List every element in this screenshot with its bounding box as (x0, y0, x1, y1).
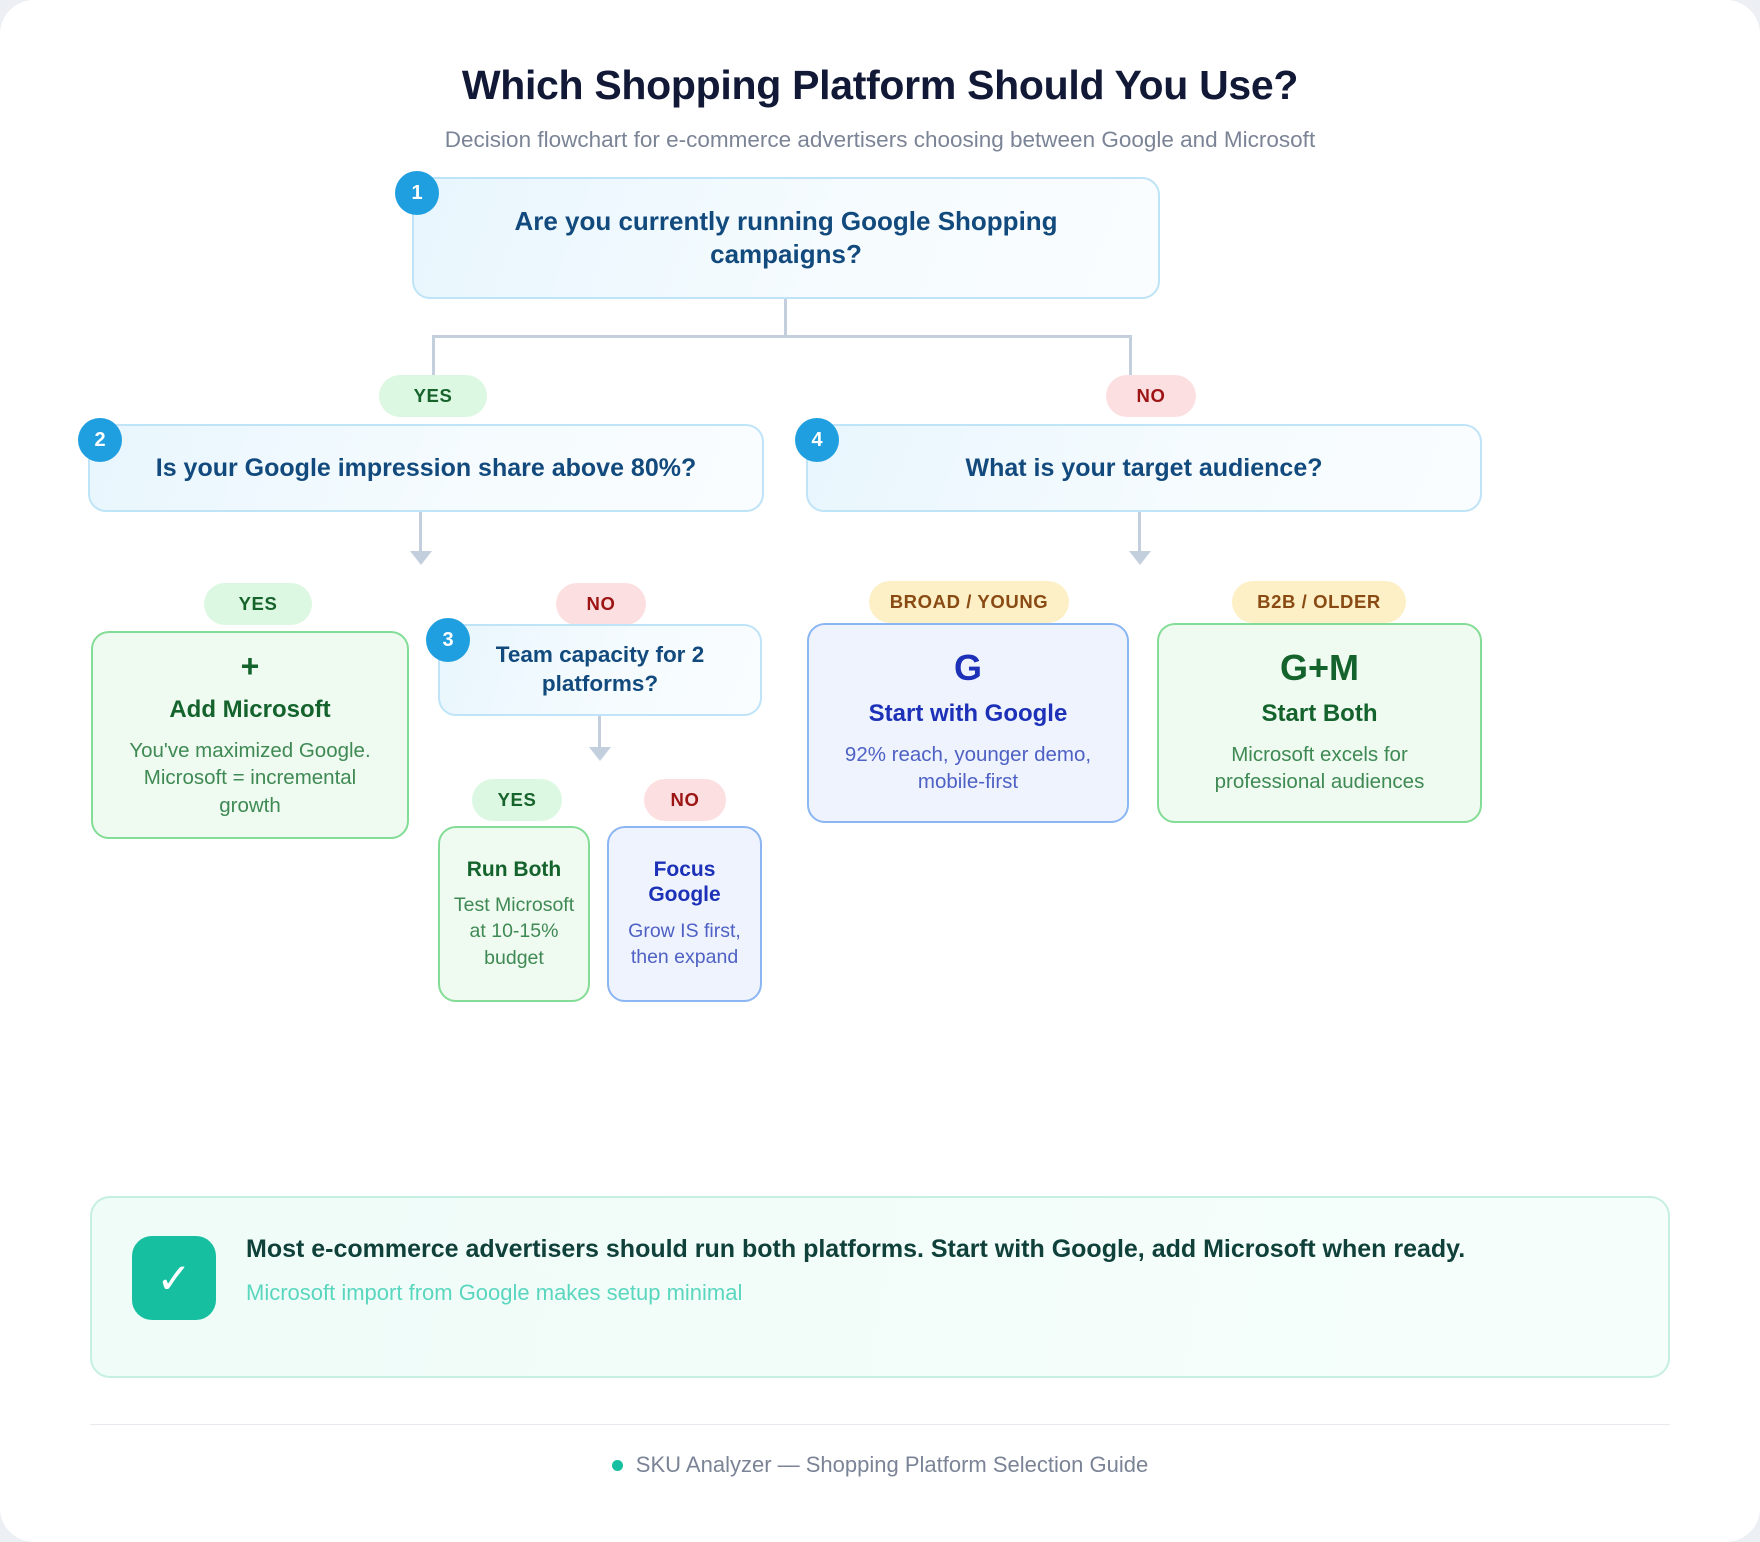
callout-sub-text: Microsoft import from Google makes setup… (246, 1279, 743, 1305)
node-4-badge: 4 (795, 418, 839, 462)
connector-arrow (1129, 551, 1151, 565)
node-3-question: Team capacity for 2 platforms? (495, 642, 705, 696)
branch-label-n2-yes: YES (204, 583, 312, 625)
connector-vertical (784, 299, 787, 335)
branch-label-n3-yes: YES (472, 779, 562, 821)
google-plus-microsoft-icon: G+M (1279, 646, 1359, 688)
connector-vertical (419, 512, 422, 554)
decision-node-3[interactable]: Team capacity for 2 platforms? (438, 624, 762, 716)
connector-vertical (1138, 512, 1141, 554)
outcome-description: 92% reach, younger demo, mobile-first (844, 742, 1092, 794)
page-title: Which Shopping Platform Should You Use? (461, 62, 1299, 108)
node-3-badge: 3 (426, 618, 470, 662)
callout-main-text: Most e-commerce advertisers should run b… (246, 1235, 1466, 1263)
branch-label-root-no: NO (1106, 375, 1196, 417)
branch-label-root-yes: YES (379, 375, 487, 417)
outcome-title: Start with Google (868, 699, 1068, 727)
node-4-question: What is your target audience? (965, 454, 1323, 482)
outcome-title: Add Microsoft (169, 695, 331, 723)
node-2-badge: 2 (78, 418, 122, 462)
footer: SKU Analyzer — Shopping Platform Selecti… (0, 1452, 1760, 1478)
connector-vertical (1129, 335, 1132, 375)
outcome-card-focus-google[interactable]: Focus Google Grow IS first, then expand (607, 826, 762, 1002)
footer-text: SKU Analyzer — Shopping Platform Selecti… (635, 1452, 1149, 1477)
connector-arrow (589, 747, 611, 761)
status-dot-icon (611, 1459, 623, 1471)
outcome-title: Run Both (466, 857, 562, 881)
check-icon: ✓ (132, 1236, 216, 1320)
node-1-badge: 1 (395, 171, 439, 215)
outcome-description: You've maximized Google. Microsoft = inc… (129, 738, 371, 818)
decision-node-4[interactable]: What is your target audience? (806, 424, 1482, 512)
outcome-card-run-both[interactable]: Run Both Test Microsoft at 10-15% budget (438, 826, 590, 1002)
outcome-description: Microsoft excels for professional audien… (1214, 742, 1425, 794)
connector-vertical (432, 335, 435, 375)
outcome-title: Focus Google (648, 858, 721, 907)
flow-canvas: 1 Are you currently running Google Shopp… (0, 153, 1760, 1253)
node-1-question: Are you currently running Google Shoppin… (514, 205, 1058, 269)
connector-horizontal (432, 335, 1132, 338)
outcome-description: Grow IS first, then expand (628, 919, 741, 969)
outcome-card-start-with-google[interactable]: G Start with Google 92% reach, younger d… (807, 623, 1129, 823)
branch-label-n2-no: NO (556, 583, 646, 625)
connector-vertical (598, 716, 601, 750)
page-subtitle: Decision flowchart for e-commerce advert… (444, 127, 1316, 152)
branch-label-n4-b2b: B2B / OLDER (1232, 581, 1406, 623)
branch-label-n3-no: NO (644, 779, 726, 821)
connector-arrow (410, 551, 432, 565)
decision-node-2[interactable]: Is your Google impression share above 80… (88, 424, 764, 512)
outcome-card-add-microsoft[interactable]: + Add Microsoft You've maximized Google.… (91, 631, 409, 839)
outcome-title: Start Both (1261, 699, 1378, 727)
outcome-card-start-both[interactable]: G+M Start Both Microsoft excels for prof… (1157, 623, 1482, 823)
footer-divider (90, 1424, 1670, 1425)
summary-callout: ✓ Most e-commerce advertisers should run… (90, 1196, 1670, 1378)
node-2-question: Is your Google impression share above 80… (155, 454, 697, 482)
google-g-icon: G (953, 646, 982, 688)
header: Which Shopping Platform Should You Use? … (0, 0, 1760, 153)
outcome-description: Test Microsoft at 10-15% budget (453, 893, 575, 969)
plus-icon: + (240, 647, 260, 684)
branch-label-n4-broad: BROAD / YOUNG (869, 581, 1069, 623)
decision-node-1[interactable]: Are you currently running Google Shoppin… (412, 177, 1160, 299)
